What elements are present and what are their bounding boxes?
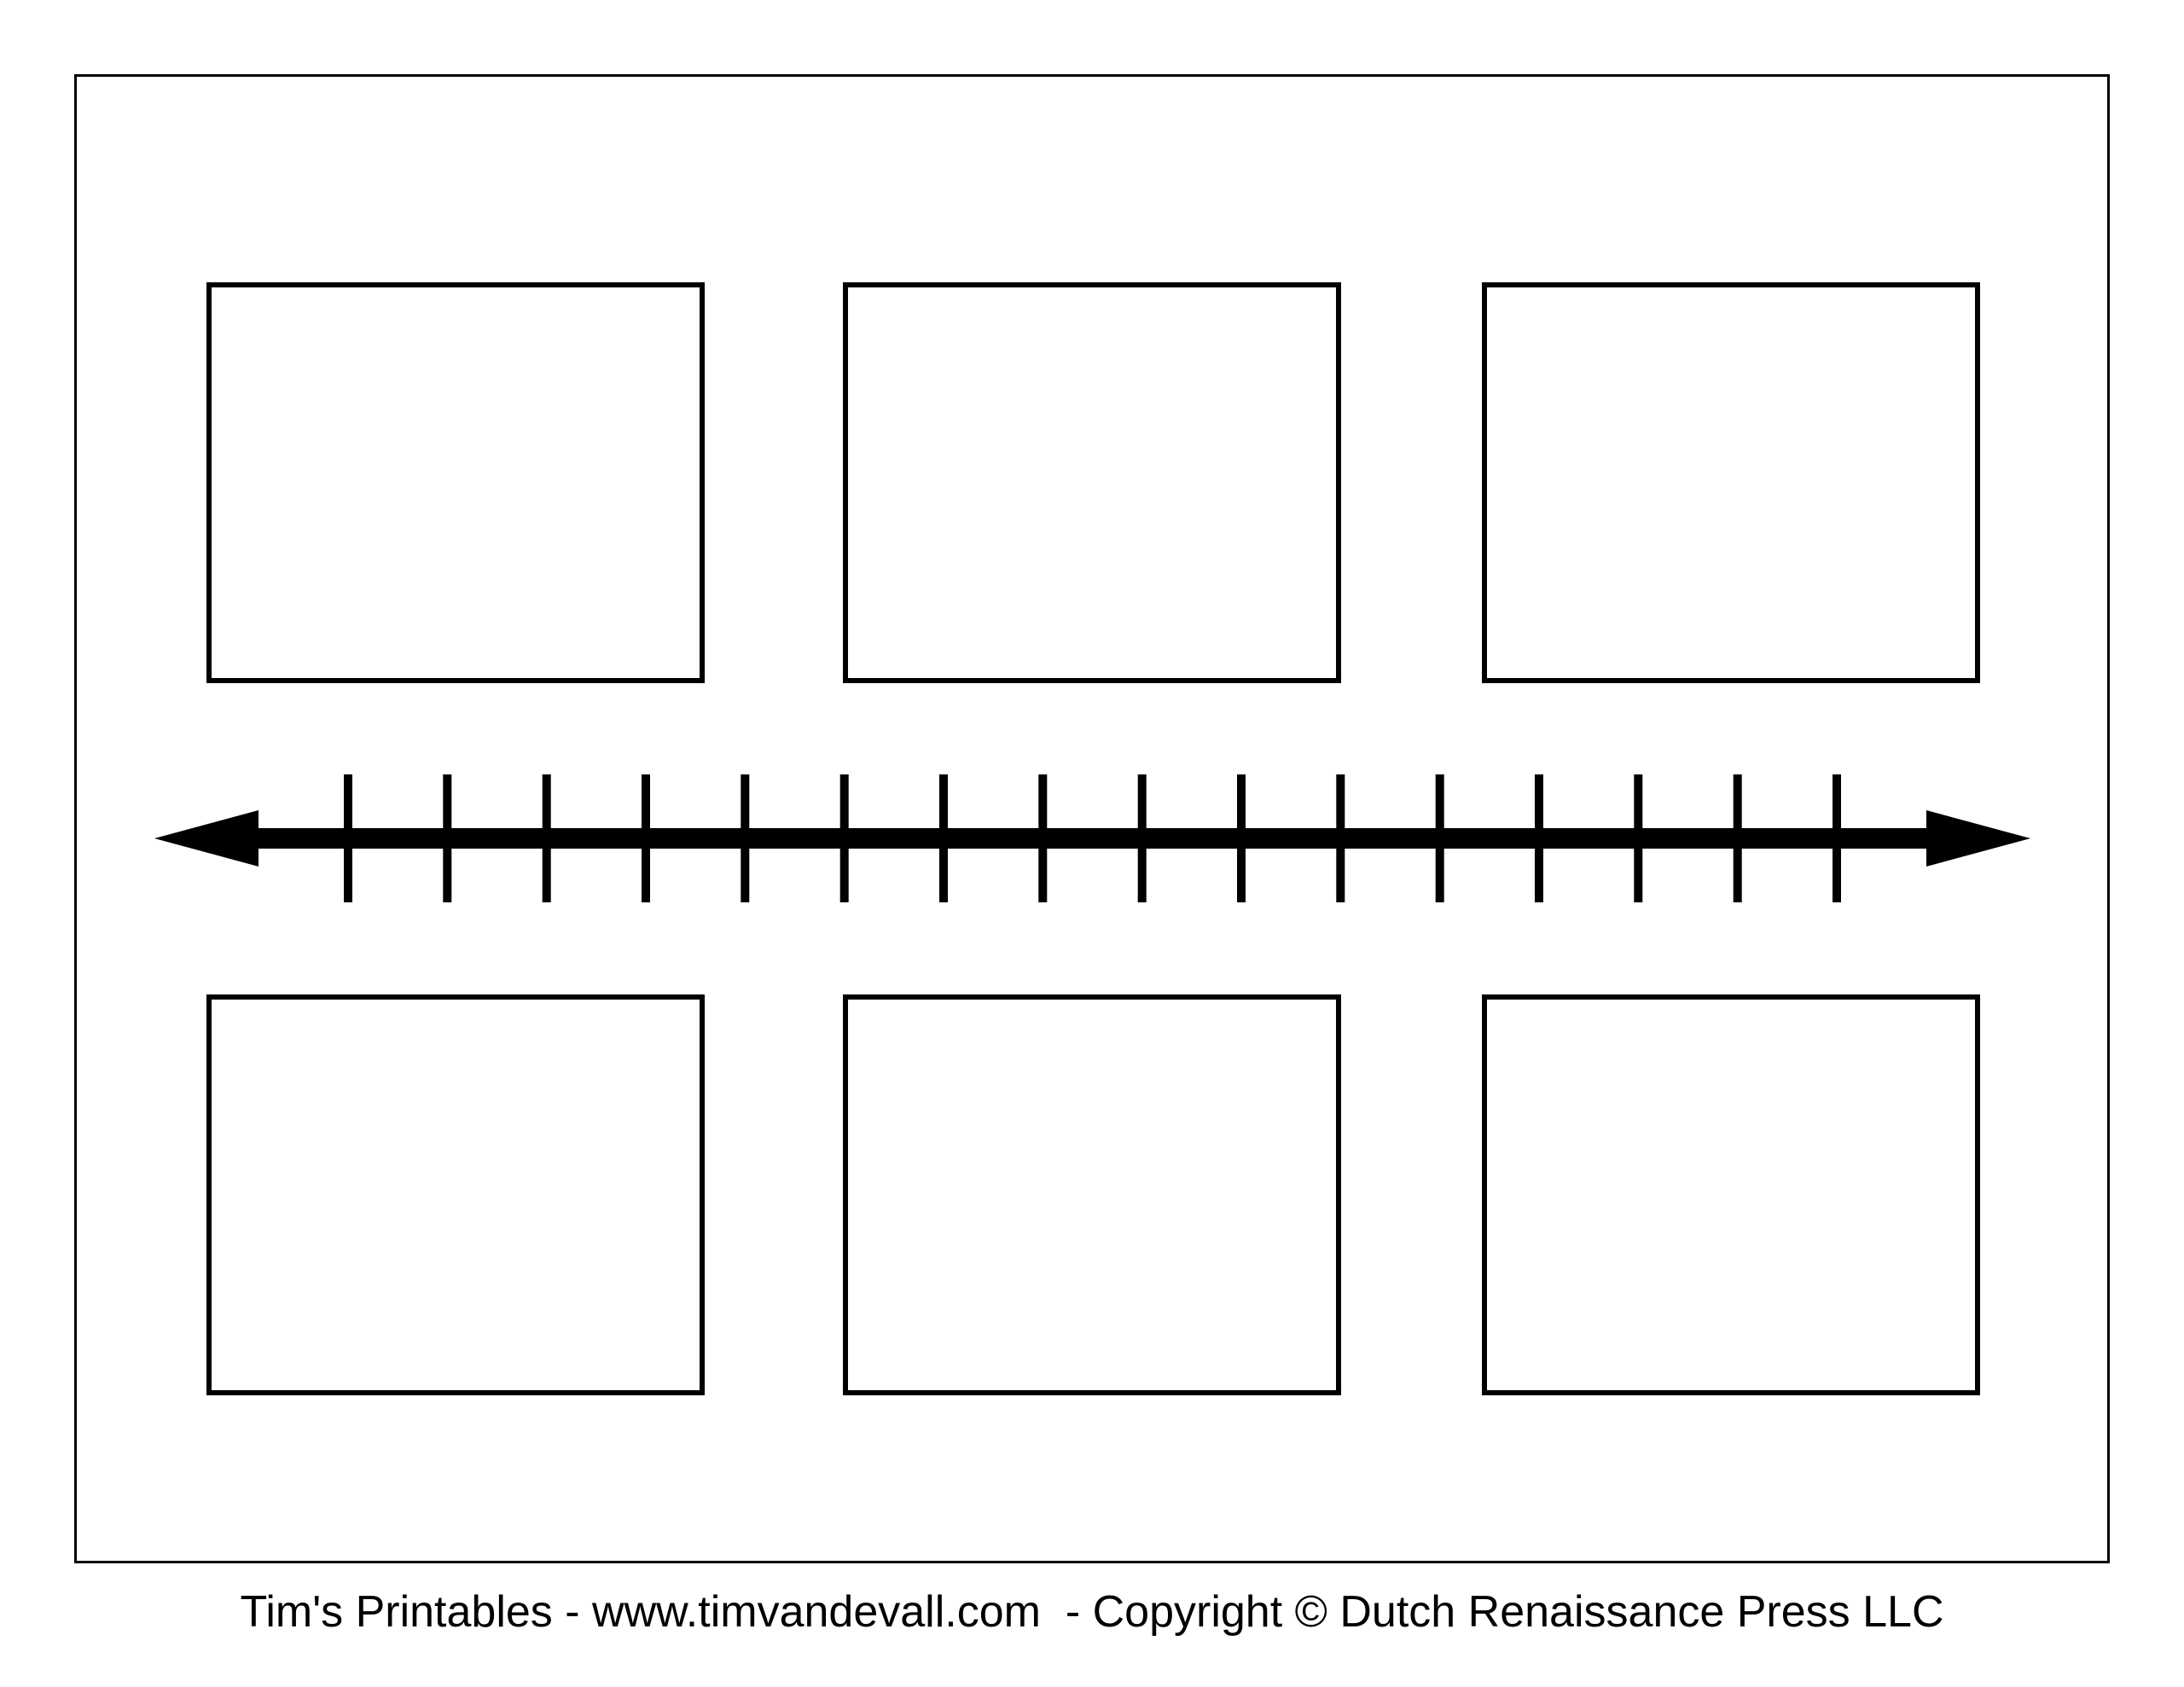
timeline-event-box-top-1 <box>206 282 705 683</box>
timeline-event-box-bottom-1 <box>206 994 705 1395</box>
timeline-event-box-top-2 <box>843 282 1341 683</box>
footer-credit: Tim's Printables - www.timvandevall.com … <box>240 1587 1944 1637</box>
timeline-event-box-bottom-2 <box>843 994 1341 1395</box>
timeline-event-box-bottom-3 <box>1482 994 1980 1395</box>
timeline-event-box-top-3 <box>1482 282 1980 683</box>
